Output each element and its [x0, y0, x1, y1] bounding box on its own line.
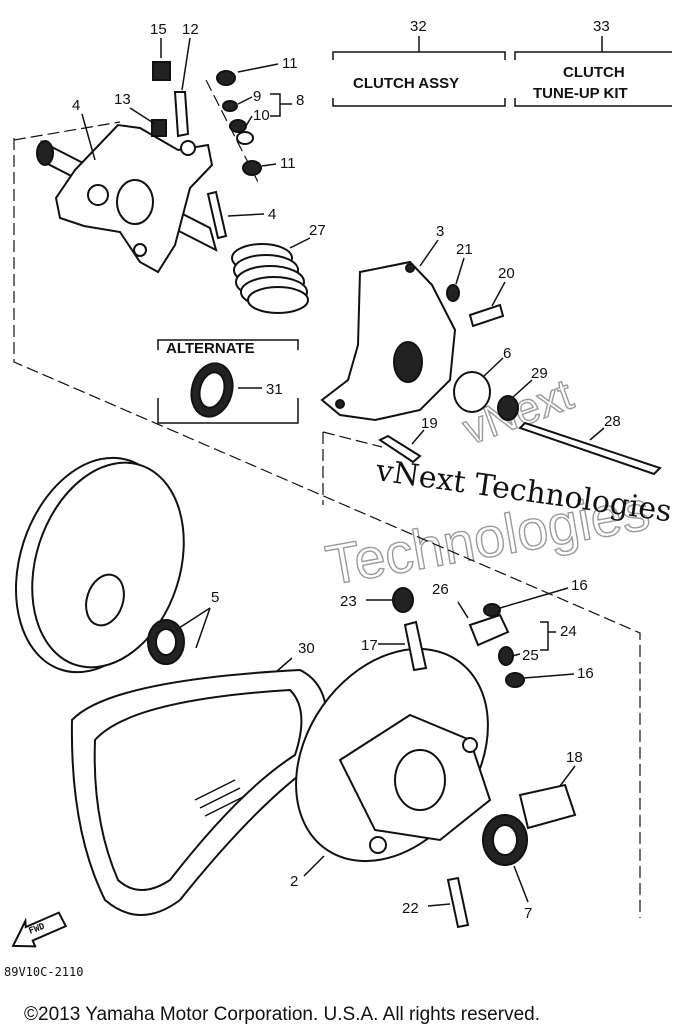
spring — [231, 243, 309, 314]
callout-10: 10 — [253, 107, 270, 124]
callout-29: 29 — [531, 365, 548, 382]
copyright-notice: ©2013 Yamaha Motor Corporation. U.S.A. A… — [24, 1004, 540, 1025]
callout-2: 2 — [290, 873, 298, 890]
small-parts-lower — [392, 587, 577, 929]
small-parts-top — [151, 61, 262, 240]
callout-16-top: 16 — [571, 577, 588, 594]
tune-up-kit-line2: TUNE-UP KIT — [533, 85, 628, 102]
callout-labels: 15 12 11 9 8 10 11 13 4 4 27 3 21 20 6 2… — [72, 21, 621, 922]
callout-23: 23 — [340, 593, 357, 610]
callout-8: 8 — [296, 92, 304, 109]
callout-20: 20 — [498, 265, 515, 282]
callout-13: 13 — [114, 91, 131, 108]
alternate-box: ALTERNATE — [157, 339, 299, 424]
callout-9: 9 — [253, 88, 261, 105]
callout-7: 7 — [524, 905, 532, 922]
callout-3: 3 — [436, 223, 444, 240]
diagram-code: 89V10C-2110 — [4, 965, 83, 979]
drive-belt — [70, 668, 328, 916]
clutch-assy-label: CLUTCH ASSY — [353, 75, 459, 92]
header-box-clutch-assy: 32 CLUTCH ASSY — [332, 18, 506, 107]
fwd-arrow-icon: FWD — [11, 911, 68, 948]
callout-25: 25 — [522, 647, 539, 664]
callout-19: 19 — [421, 415, 438, 432]
spider-hub — [36, 123, 218, 274]
small-parts-right — [378, 284, 662, 476]
clutch-cover — [320, 260, 457, 422]
tune-up-kit-number: 33 — [593, 18, 610, 35]
callout-16-bottom: 16 — [577, 665, 594, 682]
callout-17: 17 — [361, 637, 378, 654]
callout-5: 5 — [211, 589, 219, 606]
callout-22: 22 — [402, 900, 419, 917]
callout-4-bolt: 4 — [268, 206, 276, 223]
callout-11-top: 11 — [282, 55, 298, 72]
clutch-assy-number: 32 — [410, 18, 427, 35]
callout-27: 27 — [309, 222, 326, 239]
tune-up-kit-line1: CLUTCH — [563, 64, 625, 81]
bushing-set — [147, 619, 185, 665]
header-box-tune-up-kit: 33 CLUTCH TUNE-UP KIT — [514, 18, 672, 107]
callout-28: 28 — [604, 413, 621, 430]
alternate-label: ALTERNATE — [166, 340, 255, 357]
callout-24: 24 — [560, 623, 577, 640]
callout-15: 15 — [150, 21, 167, 38]
callout-18: 18 — [566, 749, 583, 766]
callout-12: 12 — [182, 21, 199, 38]
callout-30: 30 — [298, 640, 315, 657]
callout-21: 21 — [456, 241, 473, 258]
callout-4-top: 4 — [72, 97, 80, 114]
callout-26: 26 — [432, 581, 449, 598]
callout-11-mid: 11 — [280, 155, 296, 172]
callout-6: 6 — [503, 345, 511, 362]
fixed-sheave — [14, 456, 185, 674]
callout-31: 31 — [266, 381, 283, 398]
movable-sheave — [295, 647, 492, 863]
